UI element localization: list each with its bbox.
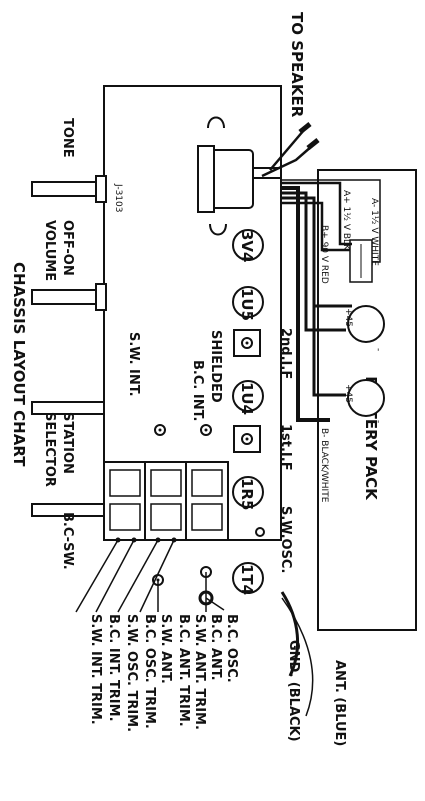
- station-selector-control[interactable]: [31, 401, 105, 415]
- cell-2-plus: +45: [343, 384, 353, 403]
- shielded-label: SHIELDED: [208, 330, 223, 403]
- bc-sw-control[interactable]: [31, 503, 105, 517]
- trim-label-bc-int-trim: B.C. INT. TRIM.: [106, 614, 121, 722]
- speaker-leads: [261, 122, 320, 178]
- trim-label-sw-ant-trim: S.W. ANT. TRIM.: [192, 614, 207, 730]
- volume-control[interactable]: [31, 283, 107, 311]
- trim-leader-lines: [75, 539, 225, 613]
- output-transformer: [197, 116, 282, 236]
- to-speaker-label: TO SPEAKER: [288, 12, 306, 118]
- chart-title: CHASSIS LAYOUT CHART: [10, 262, 28, 467]
- gnd-black-label: GND. (BLACK): [286, 640, 301, 742]
- wiring-harness: [282, 179, 381, 422]
- tube-1r5: 1R5: [232, 476, 264, 510]
- a-white-label: A- 1½ V WHITE: [369, 198, 379, 266]
- tube-1u5: 1U5: [232, 286, 264, 321]
- antenna-leads: [280, 591, 314, 717]
- bc-int-trim-dot: [204, 428, 208, 432]
- battery-cell-2: [347, 379, 385, 417]
- ant-blue-label: ANT. (BLUE): [332, 660, 347, 746]
- sw-int-trim-dot: [158, 428, 162, 432]
- tube-3v4-label: 3V4: [238, 230, 256, 262]
- tube-1r5-label: 1R5: [238, 478, 256, 510]
- tube-1u5-label: 1U5: [238, 288, 256, 321]
- trim-label-bc-osc-trim: B.C. OSC. TRIM.: [142, 614, 157, 729]
- cell-1-plus: +45: [343, 308, 353, 327]
- battery-pack-outline: [317, 169, 417, 631]
- cell-2-minus: -: [373, 420, 383, 423]
- sw-int-label: S.W. INT.: [126, 332, 141, 397]
- trim-label-bc-osc: B.C. OSC.: [224, 614, 239, 683]
- b-minus-label: B- BLACK/WHITE: [319, 428, 329, 503]
- bc-int-label: B.C. INT.: [190, 360, 205, 421]
- trim-label-sw-osc-trim: S.W. OSC. TRIM.: [124, 614, 139, 732]
- tube-1u4-label: 1U4: [238, 382, 256, 415]
- tube-1u4: 1U4: [232, 380, 264, 415]
- if2-label: 2nd.I.F: [278, 328, 293, 379]
- sw-osc-label: S.W.OSC.: [278, 506, 293, 573]
- jack-label: J-3103: [113, 183, 123, 213]
- tube-1t4: 1T4: [232, 562, 264, 595]
- trim-label-bc-ant: B.C. ANT.: [208, 614, 223, 681]
- if1-label: 1st.I.F: [278, 424, 293, 471]
- selector-label: SELECTOR: [42, 412, 57, 487]
- volume-label: VOLUME: [42, 220, 57, 281]
- trim-label-bc-ant-trim: B.C. ANT. TRIM.: [176, 614, 191, 727]
- battery-cell-1: [347, 305, 385, 343]
- off-on-label: OFF-ON: [60, 220, 75, 276]
- tone-control[interactable]: [31, 175, 107, 203]
- trim-label-sw-int-trim: S.W. INT. TRIM.: [88, 614, 103, 725]
- band-switch-block: [103, 461, 229, 543]
- sw-osc-trim-hole: [255, 527, 265, 537]
- tube-1t4-label: 1T4: [238, 564, 256, 595]
- b-plus-label: B+ 90 V RED: [319, 225, 329, 284]
- tube-3v4: 3V4: [232, 229, 264, 262]
- tone-label: TONE: [60, 118, 75, 158]
- station-label: STATION: [60, 412, 75, 474]
- bc-sw-label: B.C-SW.: [60, 512, 75, 570]
- if-transformer-1st: [233, 425, 261, 453]
- a-plus-label: A+ 1½ V BLK: [341, 190, 351, 251]
- cell-1-minus: -: [373, 348, 383, 351]
- if-transformer-2nd: [233, 329, 261, 357]
- trim-label-sw-ant: S.W. ANT.: [158, 614, 173, 684]
